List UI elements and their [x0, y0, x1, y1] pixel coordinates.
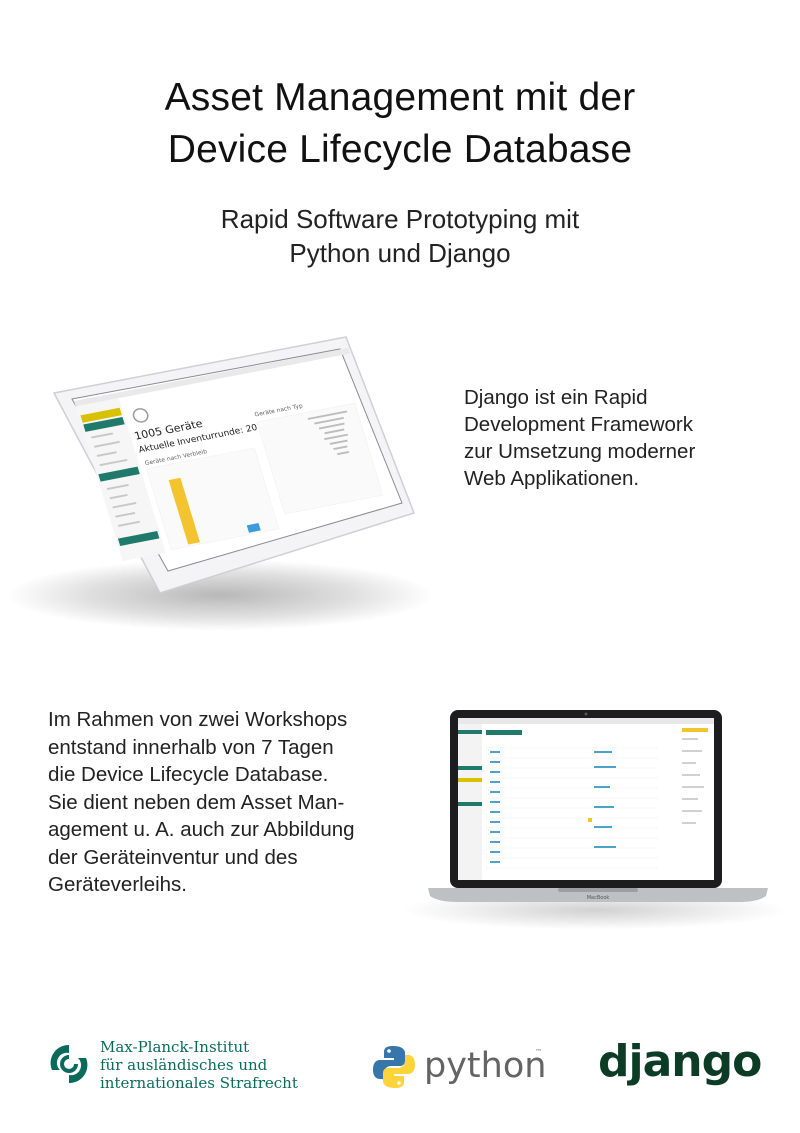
framework-line-3: zur Umsetzung moderner — [464, 440, 696, 463]
mpi-logo: Max-Planck-Institut für ausländisches un… — [48, 1038, 298, 1098]
framework-line-2: Development Framework — [464, 413, 693, 436]
laptop-screen — [458, 718, 714, 880]
tablet-chart-bar-2 — [246, 523, 261, 533]
project-line-6: der Geräteinventur und des — [48, 845, 298, 869]
project-description: Im Rahmen von zwei Workshops entstand in… — [48, 706, 408, 899]
mpi-emblem-icon — [50, 1044, 88, 1084]
subtitle-line-1: Rapid Software Prototyping mit — [220, 204, 580, 234]
python-logo: python ™ — [372, 1040, 552, 1096]
tablet-illustration: 1005 Geräte Aktuelle Inventurrunde: 2016… — [52, 336, 415, 594]
project-line-7: Geräteverleihs. — [48, 873, 188, 896]
laptop-base — [428, 888, 768, 902]
mpi-name: Max-Planck-Institut für ausländisches un… — [100, 1038, 298, 1092]
project-line-3: die Device Lifecycle Database. — [48, 763, 329, 786]
laptop-camera — [584, 712, 588, 716]
mpi-line-2: für ausländisches und — [100, 1056, 268, 1074]
python-trademark: ™ — [535, 1048, 542, 1056]
project-line-2: entstand innerhalb von 7 Tagen — [48, 735, 334, 759]
project-line-1: Im Rahmen von zwei Workshops — [48, 708, 348, 731]
python-wordmark: python — [424, 1046, 547, 1086]
framework-description: Django ist ein Rapid Development Framewo… — [464, 384, 764, 492]
mpi-line-1: Max-Planck-Institut — [100, 1038, 250, 1056]
python-snake-icon — [373, 1046, 415, 1088]
project-line-4: Sie dient neben dem Asset Man- — [48, 790, 345, 814]
framework-line-4: Web Applikationen. — [464, 467, 640, 490]
title-line-2: Device Lifecycle Database — [167, 128, 633, 171]
project-line-5: agement u. A. auch zur Abbildung — [48, 818, 355, 841]
framework-line-1: Django ist ein Rapid — [464, 386, 648, 409]
django-wordmark: django — [598, 1036, 762, 1087]
subtitle-line-2: Python und Django — [289, 238, 511, 268]
laptop-model-label: MacBook — [587, 895, 610, 901]
mpi-line-3: internationales Strafrecht — [100, 1074, 298, 1092]
page-subtitle: Rapid Software Prototyping mit Python un… — [0, 202, 800, 270]
page-title: Asset Management mit der Device Lifecycl… — [0, 72, 800, 176]
title-line-1: Asset Management mit der — [164, 76, 636, 119]
laptop-illustration: MacBook — [428, 710, 768, 902]
tablet-chart-bar-1 — [168, 477, 201, 545]
